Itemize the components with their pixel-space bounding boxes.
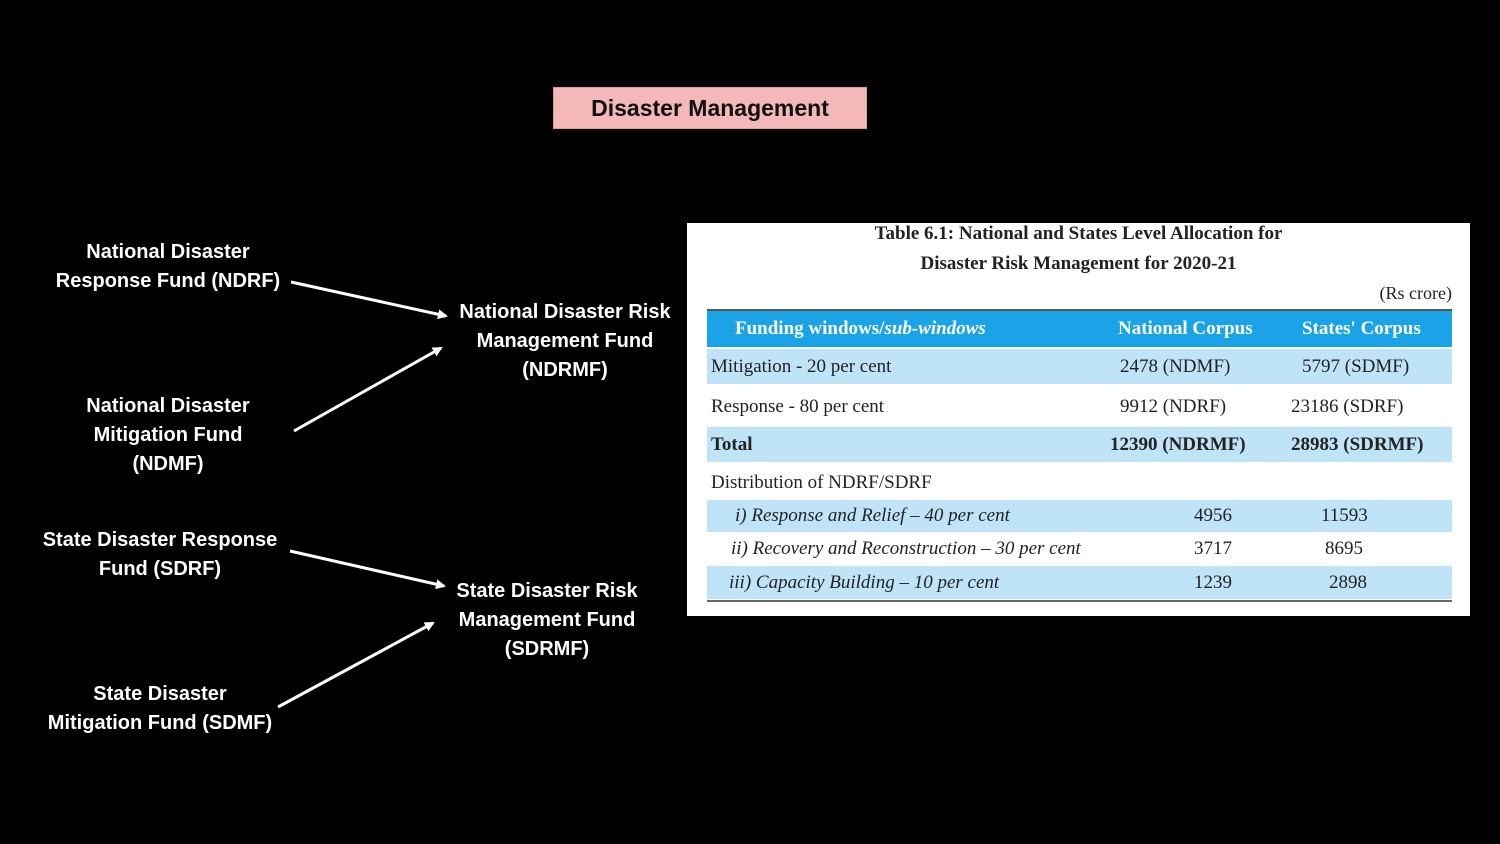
- row-label: Distribution of NDRF/SDRF: [711, 472, 932, 493]
- row-states: 28983 (SDRMF): [1291, 433, 1424, 455]
- table-caption-line1: Table 6.1: National and States Level All…: [874, 223, 1283, 244]
- row-label: iii) Capacity Building – 10 per cent: [729, 571, 1000, 593]
- row-label: Total: [711, 433, 753, 455]
- allocation-table: Table 6.1: National and States Level All…: [687, 223, 1470, 616]
- page-title: Disaster Management: [553, 87, 867, 129]
- row-national: 4956: [1194, 505, 1232, 526]
- arrow-sdmf-to-sdrmf: [277, 621, 435, 709]
- table-row-section: Distribution of NDRF/SDRF: [707, 467, 1452, 499]
- header-col1-a: Funding windows/: [735, 318, 885, 339]
- row-national: 9912 (NDRF): [1120, 396, 1227, 417]
- header-col1-b: sub-windows: [884, 318, 986, 339]
- table-row: i) Response and Relief – 40 per cent 495…: [707, 500, 1452, 532]
- row-national: 12390 (NDRMF): [1110, 433, 1246, 455]
- row-label: Response - 80 per cent: [711, 396, 885, 417]
- table-unit: (Rs crore): [1379, 283, 1452, 303]
- ndrf-label: National Disaster Response Fund (NDRF): [55, 241, 281, 292]
- row-label: i) Response and Relief – 40 per cent: [735, 505, 1010, 526]
- arrow-ndmf-to-ndrmf: [293, 346, 443, 433]
- table-row-total: Total 12390 (NDRMF) 28983 (SDRMF): [707, 427, 1452, 462]
- table-bottom-rule: [707, 600, 1452, 602]
- arrow-sdrf-to-sdrmf: [289, 549, 446, 590]
- header-national-corpus: National Corpus: [1118, 318, 1253, 339]
- table-row: Mitigation - 20 per cent 2478 (NDMF) 579…: [707, 349, 1452, 384]
- table-row: ii) Recovery and Reconstruction – 30 per…: [707, 533, 1452, 565]
- sdrf-label: State Disaster Response Fund (SDRF): [42, 529, 278, 580]
- ndrmf-label: National Disaster Risk Management Fund (…: [459, 301, 671, 381]
- sdrmf-label: State Disaster Risk Management Fund (SDR…: [456, 580, 638, 660]
- table-caption-line2: Disaster Risk Management for 2020-21: [920, 253, 1237, 274]
- header-states-corpus: States' Corpus: [1302, 318, 1421, 339]
- row-states: 5797 (SDMF): [1302, 355, 1410, 377]
- row-national: 3717: [1194, 538, 1232, 559]
- ndmf-label: National Disaster Mitigation Fund (NDMF): [86, 395, 250, 475]
- row-states: 11593: [1321, 505, 1368, 526]
- row-label: Mitigation - 20 per cent: [711, 355, 892, 377]
- row-label: ii) Recovery and Reconstruction – 30 per…: [731, 538, 1081, 559]
- row-states: 8695: [1325, 538, 1363, 559]
- sdmf-label: State Disaster Mitigation Fund (SDMF): [47, 683, 273, 734]
- row-states: 2898: [1329, 571, 1367, 593]
- table-caption: Table 6.1: National and States Level All…: [687, 219, 1470, 279]
- row-national: 2478 (NDMF): [1120, 355, 1231, 377]
- table-row: iii) Capacity Building – 10 per cent 123…: [707, 566, 1452, 599]
- table-header-row: Funding windows/sub-windows National Cor…: [707, 309, 1452, 347]
- row-national: 1239: [1194, 571, 1232, 593]
- header-funding-windows: Funding windows/sub-windows: [735, 311, 986, 347]
- row-states: 23186 (SDRF): [1291, 396, 1404, 417]
- table-row: Response - 80 per cent 9912 (NDRF) 23186…: [707, 389, 1452, 425]
- arrow-ndrf-to-ndrmf: [290, 280, 448, 320]
